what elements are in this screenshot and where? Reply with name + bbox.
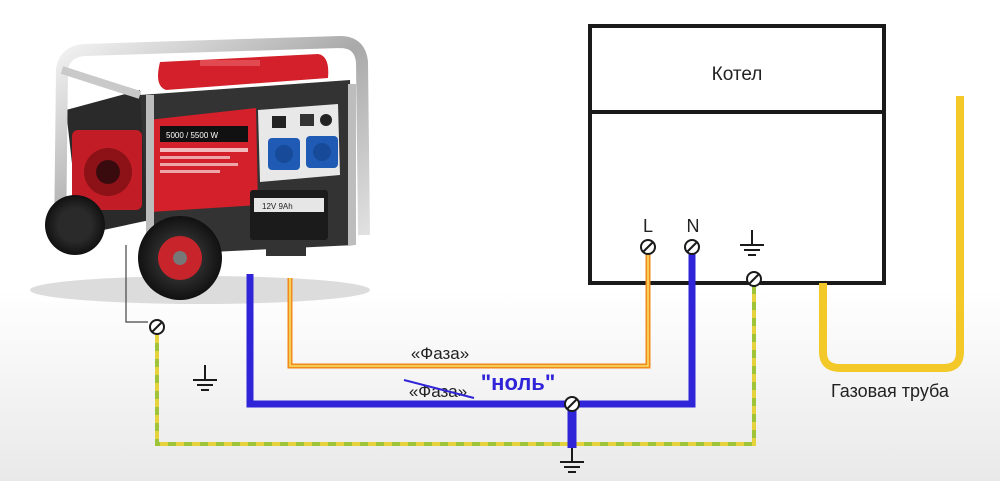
terminal-n-label: N [687,216,700,236]
terminal-clamp-icon [746,271,762,287]
terminal-clamp-icon [640,239,656,255]
neutral-label: "ноль" [481,370,556,395]
neutral-wire [246,252,696,408]
boiler-title: Котел [712,64,763,85]
generator: 5000 / 5500 W 12V 9Ah [30,36,370,304]
boiler: Котел L N [588,24,886,285]
terminal-clamp-icon [564,396,580,412]
strike-through [403,379,475,399]
battery-text: 12V 9Ah [262,202,293,211]
generator-panel-text: 5000 / 5500 W [166,131,218,140]
neutral-struck-label: «Фаза» [409,382,467,401]
ground-icon [193,365,217,391]
ground-icon [560,461,584,473]
phase-label: «Фаза» [411,344,469,363]
terminal-clamp-icon [684,239,700,255]
ground-icon [740,230,764,256]
terminal-clamp-icon [149,319,165,335]
gas-pipe [819,96,964,372]
battery [250,190,328,240]
ground-wire [155,283,756,446]
terminal-l-label: L [643,216,653,236]
gas-pipe-label: Газовая труба [831,381,950,401]
